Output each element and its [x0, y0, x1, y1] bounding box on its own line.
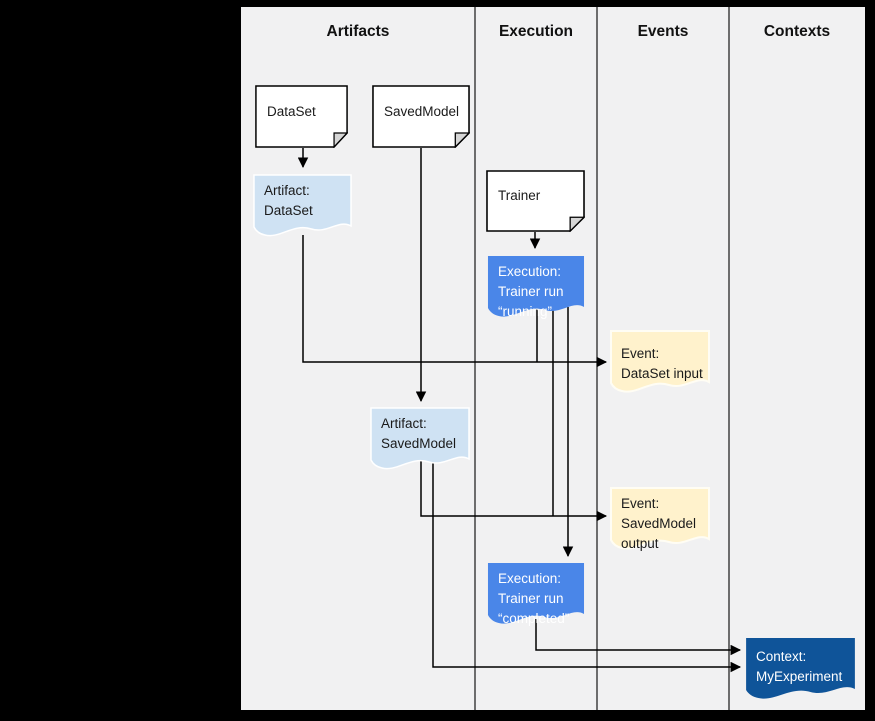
node-label: “completed”	[498, 611, 570, 626]
node-label: DataSet input	[621, 366, 703, 381]
node-label: SavedModel	[621, 516, 697, 531]
node-label: Execution:	[498, 571, 562, 586]
node-label: SavedModel	[381, 436, 457, 451]
node-label: Artifact:	[381, 416, 427, 431]
edge-artifact-dataset-to-event-input	[302, 235, 608, 368]
node-label: SavedModel	[384, 103, 460, 119]
node-label: output	[621, 536, 659, 551]
diagram-canvas: Artifacts Execution Events Contexts Data…	[241, 7, 865, 710]
node-trainer: Trainer	[486, 170, 585, 232]
node-savedmodel: SavedModel	[372, 85, 470, 148]
node-label: Trainer run	[498, 284, 564, 299]
node-event-dataset-input: Event: DataSet input	[610, 330, 710, 400]
node-dataset: DataSet	[255, 85, 348, 148]
node-label: Trainer run	[498, 591, 564, 606]
node-event-savedmodel-output: Event: SavedModel output	[610, 487, 710, 557]
node-execution-running: Execution: Trainer run “running”	[487, 255, 585, 325]
column-header-events: Events	[637, 23, 689, 40]
node-label: Context:	[756, 649, 807, 664]
node-artifact-dataset: Artifact: DataSet	[253, 174, 352, 244]
edge-execution-completed-to-context	[535, 619, 742, 656]
node-label: Execution:	[498, 264, 562, 279]
node-label: Event:	[621, 496, 660, 511]
connectors-layer	[297, 7, 742, 710]
edge-artifact-savedmodel-to-context	[432, 459, 742, 673]
node-label: “running”	[498, 304, 553, 319]
node-label: Trainer	[498, 188, 541, 203]
edge-artifact-savedmodel-to-event-output	[420, 459, 608, 522]
node-artifact-savedmodel: Artifact: SavedModel	[370, 407, 470, 477]
node-label: Artifact:	[264, 183, 310, 198]
node-label: DataSet	[264, 203, 313, 218]
node-execution-completed: Execution: Trainer run “completed”	[487, 562, 585, 632]
column-header-execution: Execution	[498, 23, 574, 40]
node-label: Event:	[621, 346, 660, 361]
column-header-artifacts: Artifacts	[326, 23, 390, 40]
node-label: DataSet	[267, 103, 316, 119]
node-context-myexperiment: Context: MyExperiment	[745, 637, 856, 707]
node-label: MyExperiment	[756, 669, 843, 684]
column-header-contexts: Contexts	[763, 23, 831, 40]
